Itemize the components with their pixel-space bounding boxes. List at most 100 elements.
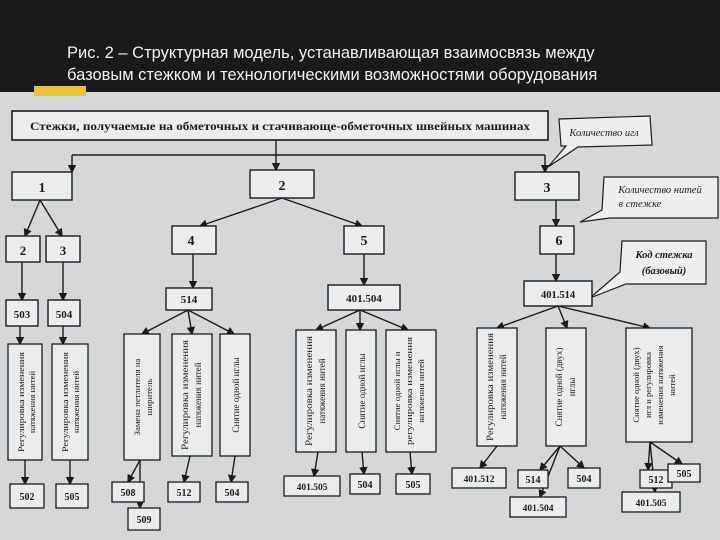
feature-8-line-1: Снятие одной иглы и: [392, 351, 402, 430]
node-2: [249, 169, 315, 199]
result-504: [215, 481, 249, 503]
code-401-514: [523, 280, 593, 307]
result-514: [517, 469, 549, 489]
feature-3: Замена петлителя на ширитель: [123, 333, 161, 461]
node-3: [514, 171, 580, 201]
result-505-label: 505: [65, 492, 80, 503]
root-label: Стежки, получаемые на обметочных и стачи…: [30, 120, 530, 133]
node-5: [343, 225, 385, 255]
feature-5-line-1: Снятие одной иглы: [231, 357, 241, 432]
result-505: [55, 483, 89, 509]
feature-10-line-2: иглы: [567, 378, 577, 397]
feature-10: Снятие одной (двух) иглы: [545, 327, 587, 447]
result-502: [9, 483, 45, 509]
result-401-504: [509, 496, 567, 518]
result-505b: [395, 473, 431, 495]
code-504: [47, 299, 81, 327]
feature-11-line-4: нитей: [667, 374, 677, 396]
feature-5: Снятие одной иглы: [219, 333, 251, 457]
node-1-2-label: 2: [20, 243, 27, 258]
feature-2: Регулировка изменения натяжения нитей: [51, 343, 89, 461]
result-401-505b: [621, 491, 681, 513]
feature-2-line-1: Регулировка изменения: [60, 352, 70, 452]
result-504c: [567, 467, 601, 489]
node-6-label: 6: [556, 234, 563, 249]
code-504-label: 504: [56, 309, 73, 321]
callout-needles: Количество игл: [547, 115, 653, 168]
callout-threads: Количество нитей в стежке: [579, 176, 719, 223]
node-1-2: [5, 235, 41, 263]
feature-7: Снятие одной иглы: [345, 329, 377, 453]
result-505b-label: 505: [406, 480, 421, 491]
callout-threads-text-1: Количество нитей: [617, 185, 702, 196]
result-401-505-label: 401.505: [297, 483, 328, 493]
result-502-label: 502: [20, 492, 35, 503]
node-4-label: 4: [188, 234, 195, 249]
feature-11: Снятие одной (двух) игл и регулировка из…: [625, 327, 693, 443]
callout-code: Код стежка (базовый): [589, 240, 707, 299]
result-509-label: 509: [137, 515, 152, 526]
result-509: [127, 507, 161, 531]
feature-6-line-2: натяжения нитей: [317, 358, 327, 423]
feature-8-line-3: натяжения нитей: [416, 359, 426, 423]
feature-6: Регулировка изменения натяжения нитей: [295, 329, 337, 453]
feature-9-line-1: Регулировка изменения: [485, 333, 495, 441]
feature-11-line-2: игл и регулировка: [643, 352, 653, 418]
feature-8: Снятие одной иглы и регулировка изменени…: [385, 329, 437, 453]
result-504-label: 504: [225, 488, 240, 499]
title-line-2: базовым стежком и технологическими возмо…: [67, 66, 598, 84]
node-1-label: 1: [39, 181, 46, 196]
feature-11-line-1: Снятие одной (двух): [631, 347, 641, 422]
callout-code-text-2: (базовый): [642, 266, 687, 277]
code-514: [165, 287, 213, 311]
node-3-label: 3: [544, 181, 551, 196]
feature-4-line-2: натяжения нитей: [193, 362, 203, 427]
result-508: [111, 481, 145, 503]
title-accent-bar: [34, 86, 86, 96]
node-4: [171, 225, 217, 255]
result-512-label: 512: [177, 488, 192, 499]
title-line-1: Рис. 2 – Структурная модель, устанавлива…: [67, 44, 595, 62]
result-504b: [349, 473, 381, 495]
feature-4-line-1: Регулировка изменения: [180, 340, 190, 450]
node-1: [11, 171, 73, 201]
node-2-label: 2: [279, 179, 286, 194]
callout-code-text-1: Код стежка: [634, 250, 692, 261]
code-514-label: 514: [181, 294, 198, 306]
feature-1-line-2: натяжения нитей: [27, 371, 37, 433]
feature-1: Регулировка изменения натяжения нитей: [7, 343, 43, 461]
feature-2-line-2: натяжения нитей: [71, 371, 81, 433]
feature-3-line-1: Замена петлителя на: [132, 358, 142, 435]
feature-7-line-1: Снятие одной иглы: [357, 353, 367, 428]
node-6: [539, 225, 575, 255]
code-401-504: [327, 284, 401, 311]
feature-10-line-1: Снятие одной (двух): [554, 348, 564, 427]
code-401-514-label: 401.514: [541, 290, 576, 301]
result-505c: [667, 463, 701, 483]
root-box: [11, 110, 549, 141]
code-503: [5, 299, 39, 327]
feature-4: Регулировка изменения натяжения нитей: [171, 333, 213, 457]
feature-1-line-1: Регулировка изменения: [16, 352, 26, 452]
result-505c-label: 505: [677, 469, 692, 480]
result-512b-label: 512: [649, 475, 664, 486]
result-508-label: 508: [121, 488, 136, 499]
result-504b-label: 504: [358, 480, 373, 491]
code-503-label: 503: [14, 309, 31, 321]
feature-3-line-2: ширитель: [144, 379, 154, 416]
feature-9: Регулировка изменения натяжения нитей: [476, 327, 518, 447]
result-401-504-label: 401.504: [523, 504, 554, 514]
node-5-label: 5: [361, 234, 368, 249]
feature-6-line-1: Регулировка изменения: [304, 336, 314, 446]
feature-9-line-2: натяжения нитей: [498, 354, 508, 419]
node-1-3-label: 3: [60, 243, 67, 258]
result-514-label: 514: [526, 475, 541, 486]
result-401-512: [451, 467, 507, 489]
result-512: [167, 481, 201, 503]
result-401-505b-label: 401.505: [636, 499, 667, 509]
feature-11-line-3: изменения натяжения: [655, 345, 665, 424]
result-401-505: [283, 475, 341, 497]
code-401-504-label: 401.504: [346, 293, 382, 305]
node-1-3: [45, 235, 81, 263]
